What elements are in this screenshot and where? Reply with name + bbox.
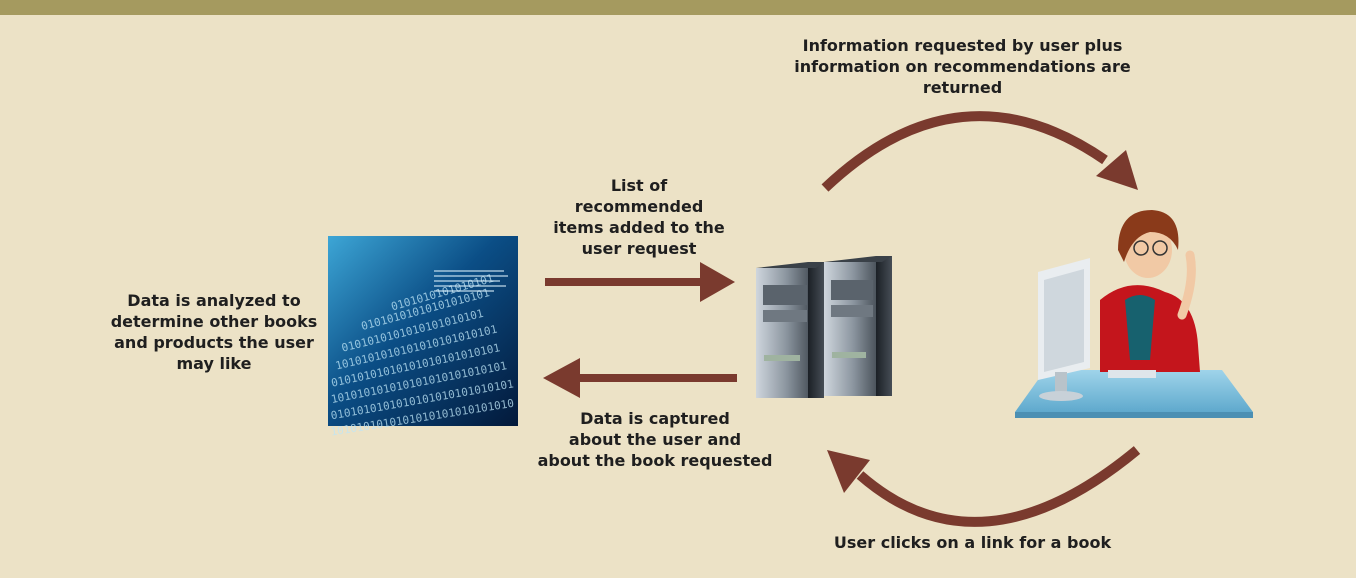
user-at-computer-illustration bbox=[1015, 210, 1253, 418]
top-accent-bar bbox=[0, 0, 1356, 15]
label-user-clicks: User clicks on a link for a book bbox=[833, 533, 1112, 552]
arrow-user-to-servers bbox=[827, 446, 1141, 527]
label-recommended-list: List of recommended items added to the u… bbox=[553, 176, 725, 258]
binary-data-image: 0101010101010101010101 10101010101010101… bbox=[328, 236, 518, 439]
arrow-to-servers bbox=[545, 262, 735, 302]
arrow-returned-to-user bbox=[821, 111, 1138, 192]
server-towers-icon bbox=[756, 256, 892, 398]
label-returned-info: Information requested by user plus infor… bbox=[794, 36, 1131, 97]
label-data-analyzed: Data is analyzed to determine other book… bbox=[110, 291, 318, 373]
arrow-to-data-image bbox=[543, 358, 737, 398]
label-data-captured: Data is captured about the user and abou… bbox=[537, 409, 773, 470]
